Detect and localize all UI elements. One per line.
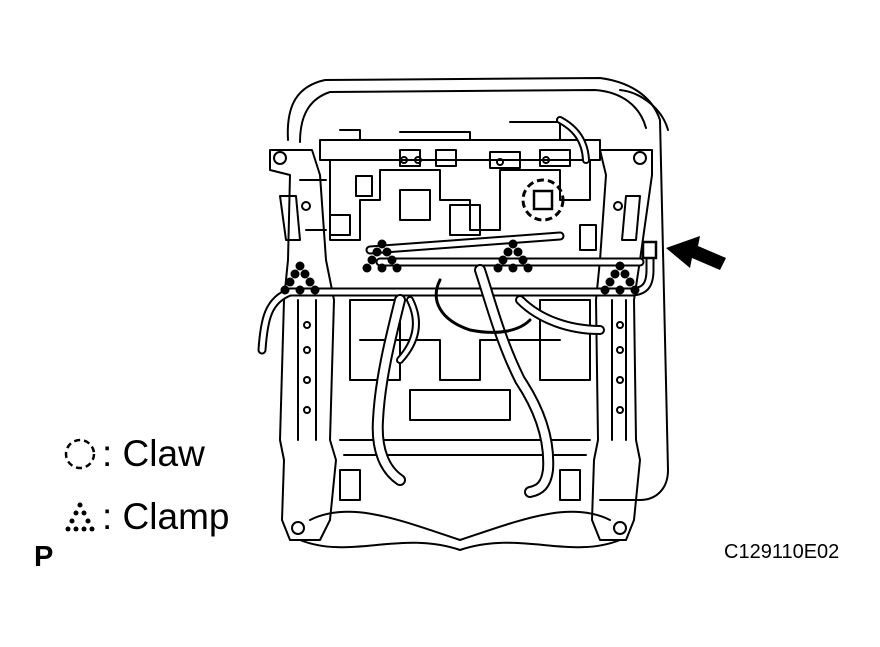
left-seat-rail: [269, 149, 337, 541]
right-seat-rail: [591, 149, 653, 541]
wire-harness: [257, 116, 655, 498]
adjuster-mechanism: [299, 149, 597, 251]
front-crossmember: [319, 139, 601, 161]
clamp-marker-3: [493, 239, 533, 273]
legend-clamp-label: : Clamp: [102, 496, 230, 537]
dotted-triangle-icon: [65, 502, 95, 532]
clamp-markers: [280, 239, 640, 295]
legend-claw: : Claw: [62, 434, 205, 474]
clamp-marker-4: [600, 261, 640, 295]
seat-lower-frame: [299, 299, 621, 551]
clamp-marker-2: [362, 239, 402, 273]
figure-code: C129110E02: [724, 541, 840, 563]
dashed-circle-icon: [64, 438, 96, 470]
seat-cushion-outline: [286, 77, 669, 501]
pointer-arrow: [666, 236, 726, 270]
claw-marker: [521, 178, 565, 222]
page-mark: P: [34, 541, 54, 573]
legend-clamp: : Clamp: [62, 497, 229, 537]
connector: [641, 240, 658, 260]
legend-claw-label: : Claw: [102, 433, 205, 474]
clamp-marker-1: [280, 261, 320, 295]
